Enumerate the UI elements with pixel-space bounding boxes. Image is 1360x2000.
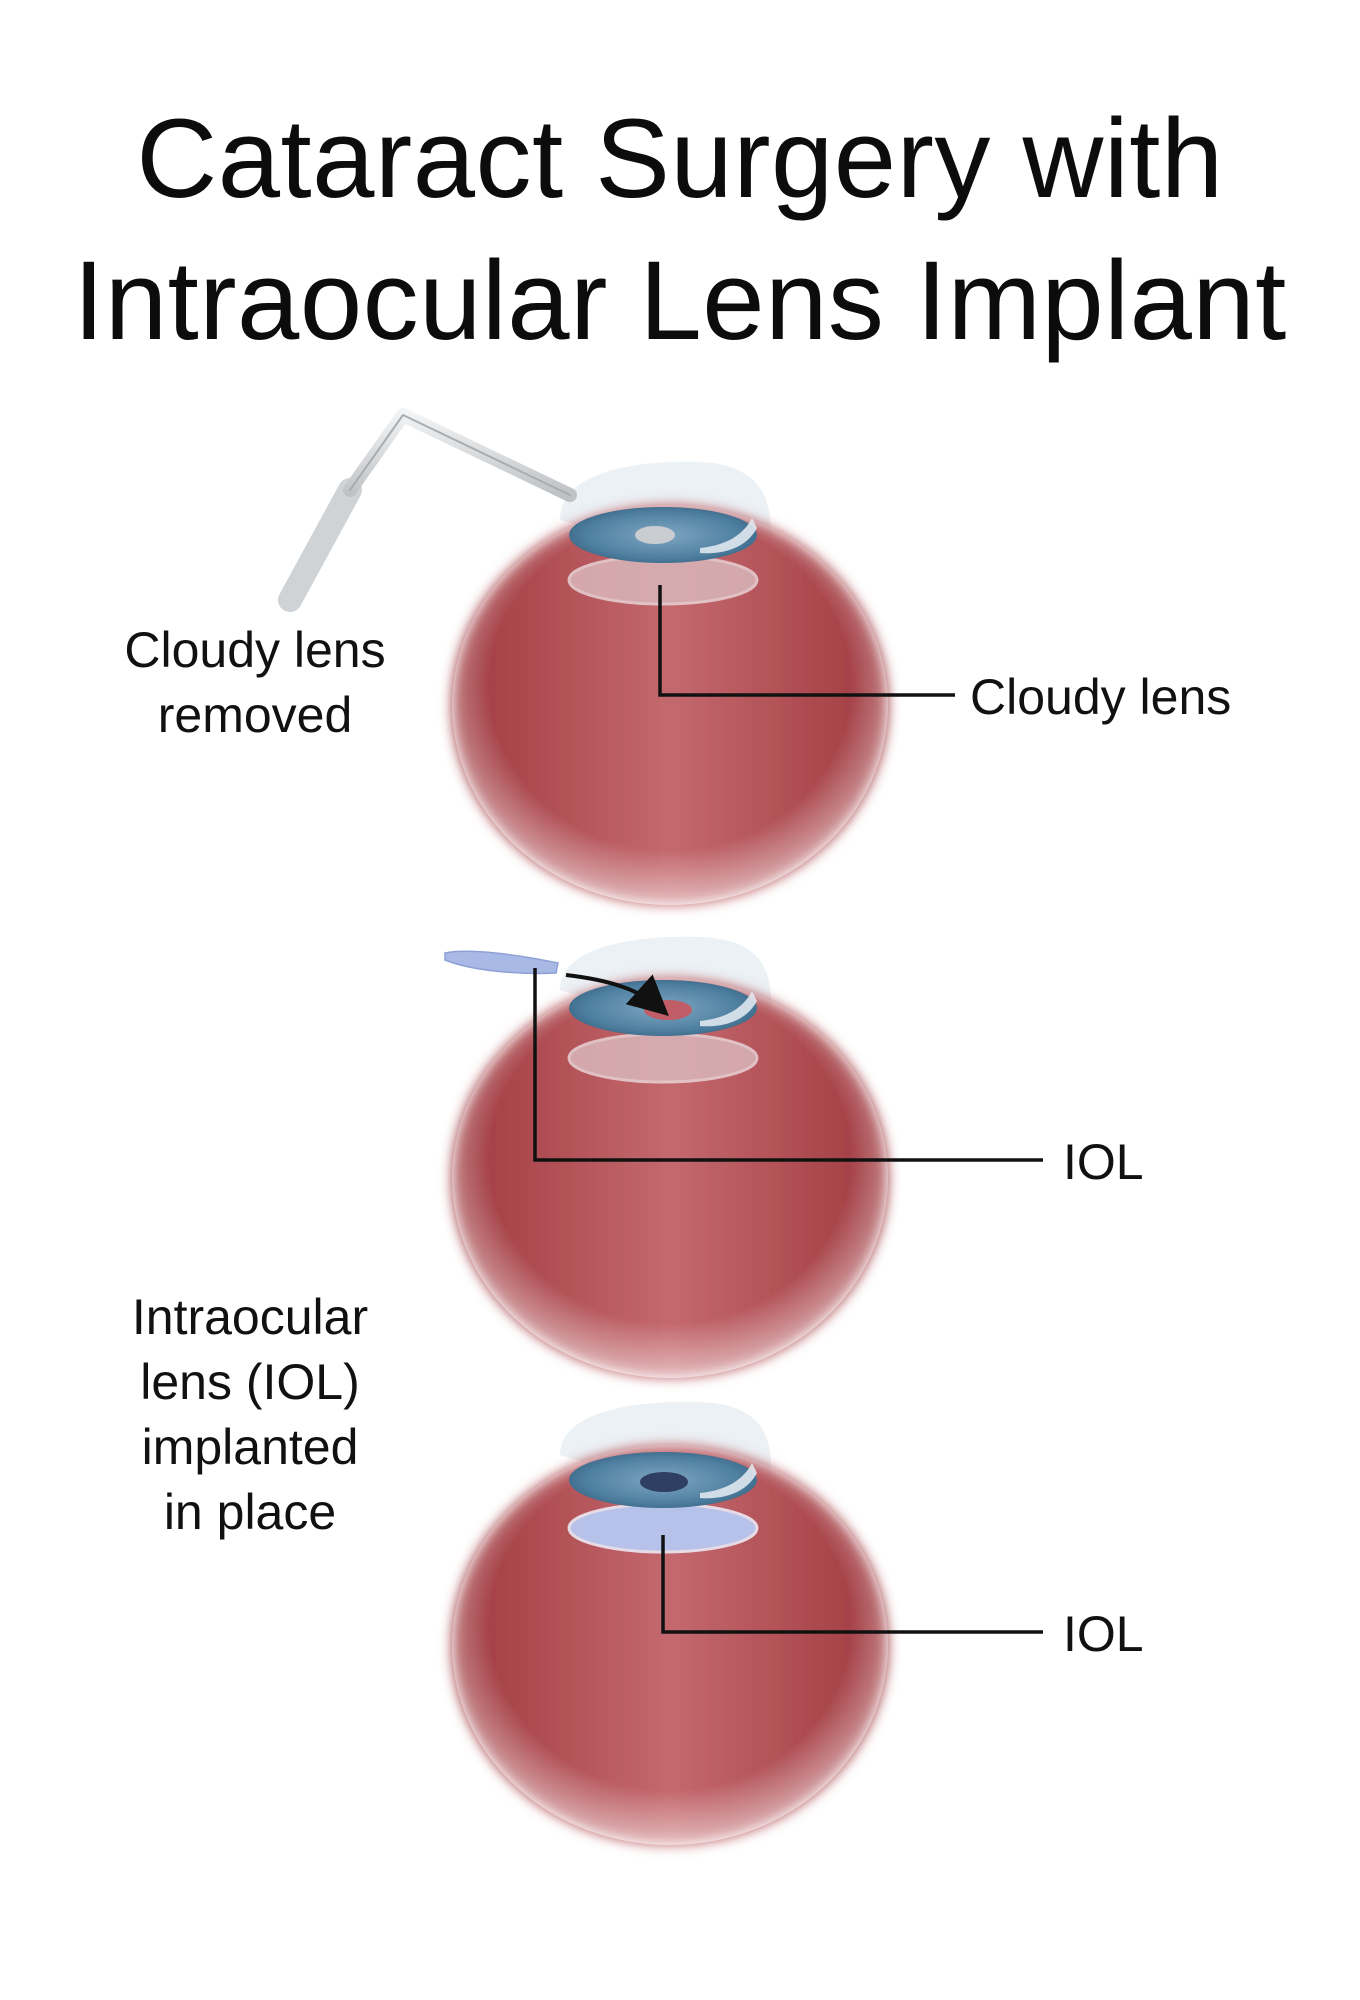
label-iol-implanted: Intraocular lens (IOL) implanted in plac… bbox=[100, 1285, 400, 1545]
eye-panel-2 bbox=[444, 936, 1043, 1378]
eye-panel-1 bbox=[278, 408, 955, 905]
eye-panel-3 bbox=[452, 1401, 1043, 1845]
callout-iol-inserting: IOL bbox=[1063, 1134, 1144, 1190]
leader-line-iol-2 bbox=[661, 1535, 1043, 1634]
empty-capsule bbox=[567, 1032, 759, 1084]
label-line: lens (IOL) bbox=[140, 1354, 360, 1410]
surgical-probe bbox=[278, 408, 675, 612]
iol-implant bbox=[444, 950, 559, 975]
leader-line-iol-1 bbox=[533, 968, 1043, 1162]
label-line: implanted bbox=[141, 1419, 359, 1475]
callout-iol-in-place: IOL bbox=[1063, 1606, 1144, 1662]
label-line: Intraocular bbox=[131, 1289, 369, 1345]
title-line-2: Intraocular Lens Implant bbox=[73, 238, 1287, 363]
diagram-title: Cataract Surgery with Intraocular Lens I… bbox=[0, 88, 1360, 372]
leader-line-cloudy-lens bbox=[658, 585, 955, 697]
cloudy-lens bbox=[567, 554, 759, 606]
pupil bbox=[640, 1472, 688, 1492]
callout-cloudy-lens: Cloudy lens bbox=[970, 669, 1232, 725]
insertion-arrow bbox=[565, 973, 669, 1017]
title-line-1: Cataract Surgery with bbox=[136, 96, 1224, 221]
label-line: removed bbox=[157, 687, 353, 743]
label-cloudy-lens-removed: Cloudy lens removed bbox=[105, 618, 405, 748]
label-line: Cloudy lens bbox=[124, 622, 386, 678]
label-line: in place bbox=[163, 1484, 337, 1540]
